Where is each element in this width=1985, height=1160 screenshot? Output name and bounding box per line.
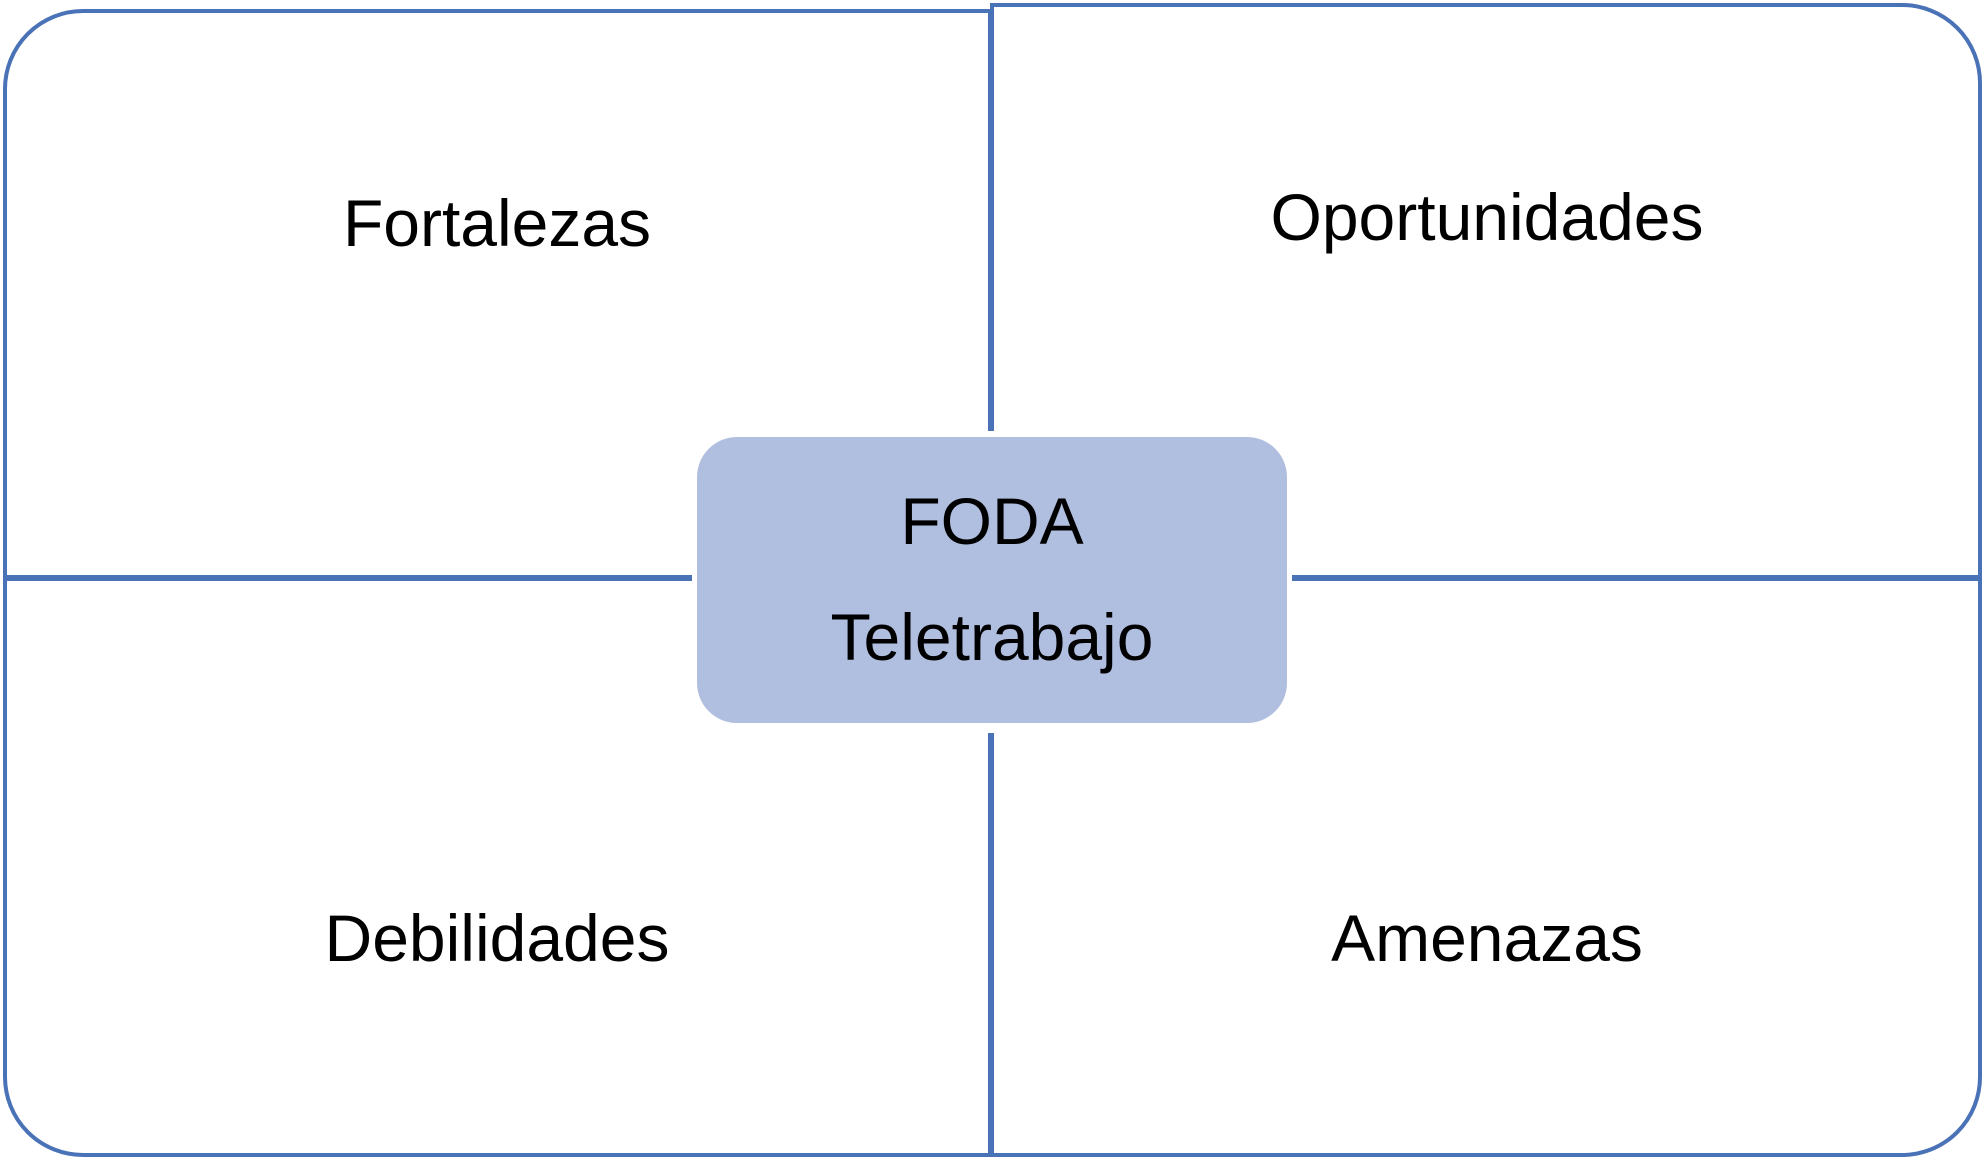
- weaknesses-label: Debilidades: [324, 901, 670, 975]
- center-title: FODA: [900, 484, 1084, 558]
- center-box: FODA Teletrabajo: [697, 437, 1287, 723]
- opportunities-label: Oportunidades: [1270, 180, 1704, 254]
- strengths-label: Fortalezas: [342, 186, 652, 260]
- threats-label: Amenazas: [1331, 901, 1643, 975]
- center-subtitle: Teletrabajo: [830, 600, 1154, 674]
